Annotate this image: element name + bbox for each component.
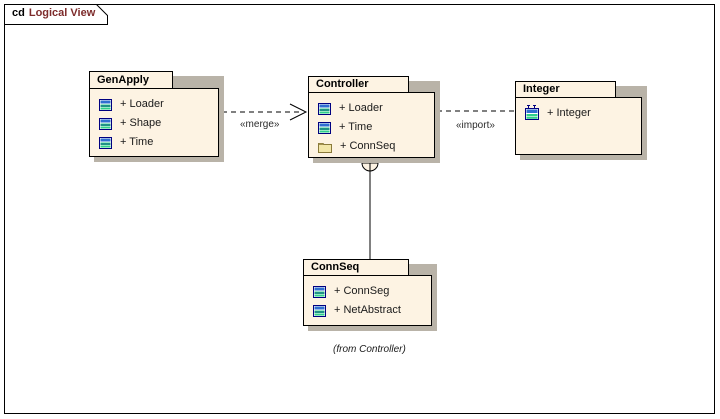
list-item-label: + ConnSeq xyxy=(340,140,396,152)
list-item-label: + Integer xyxy=(547,107,591,119)
frame-title-name: Logical View xyxy=(28,7,96,19)
frame-title: cd Logical View xyxy=(12,8,95,19)
list-item[interactable]: + NetAbstract xyxy=(304,301,431,320)
list-item[interactable]: + ConnSeg xyxy=(304,282,431,301)
list-item-label: + Shape xyxy=(120,117,162,129)
list-item-label: + Loader xyxy=(120,98,164,110)
list-item-label: + Time xyxy=(120,136,154,148)
package-tab-connseq[interactable]: ConnSeq xyxy=(303,259,409,276)
class-icon xyxy=(313,304,326,317)
package-caption-connseq: (from Controller) xyxy=(333,344,406,355)
list-item-label: + ConnSeg xyxy=(334,285,390,297)
class-icon xyxy=(99,136,112,149)
package-body-connseq: + ConnSeg + NetAbstract xyxy=(303,275,432,326)
package-body-integer: + Integer xyxy=(515,97,642,155)
list-item[interactable]: + Integer xyxy=(516,104,641,123)
datatype-icon xyxy=(525,105,539,120)
package-body-genapply: + Loader + Shape xyxy=(89,88,219,157)
class-icon xyxy=(99,98,112,111)
list-item[interactable]: + Time xyxy=(90,133,218,152)
package-tab-genapply[interactable]: GenApply xyxy=(89,71,173,89)
class-icon xyxy=(318,121,331,134)
list-item-label: + Loader xyxy=(339,102,383,114)
frame-title-kind: cd xyxy=(12,7,25,19)
connector-import-label: «import» xyxy=(456,120,495,131)
list-item-label: + NetAbstract xyxy=(334,304,401,316)
list-item[interactable]: + ConnSeq xyxy=(309,137,434,156)
list-item[interactable]: + Time xyxy=(309,118,434,137)
connector-merge-label: «merge» xyxy=(240,119,280,130)
package-folder-icon xyxy=(318,142,332,153)
package-title: Controller xyxy=(316,78,369,90)
package-tab-integer[interactable]: Integer xyxy=(515,81,616,98)
package-tab-controller[interactable]: Controller xyxy=(308,76,409,93)
list-item[interactable]: + Shape xyxy=(90,114,218,133)
class-icon xyxy=(318,102,331,115)
class-icon xyxy=(99,117,112,130)
package-title: GenApply xyxy=(97,73,149,86)
package-title: Integer xyxy=(523,83,560,95)
package-title: ConnSeq xyxy=(311,261,360,273)
list-item-label: + Time xyxy=(339,121,373,133)
list-item[interactable]: + Loader xyxy=(90,95,218,114)
package-body-controller: + Loader + Time + ConnSeq xyxy=(308,92,435,158)
class-icon xyxy=(313,285,326,298)
list-item[interactable]: + Loader xyxy=(309,99,434,118)
